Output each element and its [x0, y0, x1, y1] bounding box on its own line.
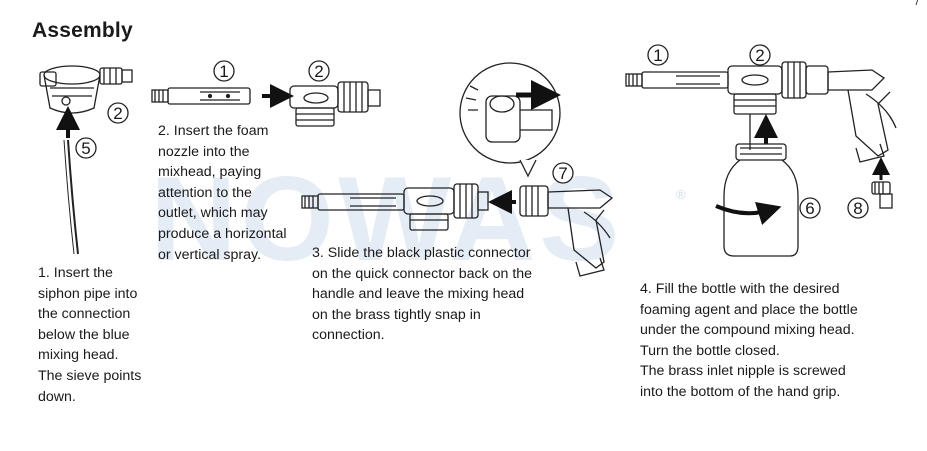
step-line: under the compound mixing head.: [640, 322, 855, 339]
callout-label: 2: [113, 104, 122, 123]
step-line: into the bottom of the hand grip.: [640, 383, 841, 400]
step-line: below the blue: [38, 326, 130, 343]
callout-label: 2: [314, 62, 323, 81]
mixhead-illustration-2: [289, 81, 381, 127]
step-line: handle and leave the mixing head: [312, 286, 525, 303]
callout-label: 7: [558, 164, 567, 183]
step-line: mixing head.: [38, 347, 119, 364]
callout-2-step2: 2: [308, 60, 330, 82]
callout-5: 5: [75, 137, 97, 159]
callout-1-step2: 1: [213, 60, 235, 82]
step-line: outlet, which may: [158, 205, 268, 222]
step-4-instructions: 4. Fill the bottle with the desired foam…: [640, 279, 858, 403]
callout-7: 7: [552, 162, 574, 184]
spray-gun-assembly-illustration: [301, 183, 614, 277]
step-line: on the brass tightly snap in: [312, 306, 481, 323]
step-line: or vertical spray.: [158, 246, 262, 263]
step-line: 1. Insert the: [38, 265, 113, 281]
step-line: 4. Fill the bottle with the desired: [640, 281, 840, 297]
callout-2-step1: 2: [107, 102, 129, 124]
step-line: on the quick connector back on the: [312, 265, 533, 282]
step-line: produce a horizontal: [158, 225, 287, 242]
step-line: The sieve points: [38, 367, 142, 384]
step-line: 2. Insert the foam: [158, 123, 269, 139]
step-1-instructions: 1. Insert the siphon pipe into the conne…: [38, 263, 141, 407]
callout-1-step4: 1: [647, 44, 669, 66]
inlet-nipple-illustration: [871, 181, 893, 209]
page-corner-mark: /: [915, 0, 919, 8]
magnifier-detail: [459, 62, 561, 178]
step-2-instructions: 2. Insert the foam nozzle into the mixhe…: [158, 121, 287, 265]
step-line: attention to the: [158, 184, 252, 201]
registered-mark: ®: [676, 187, 686, 202]
step-line: down.: [38, 388, 76, 405]
step-line: siphon pipe into: [38, 285, 138, 302]
step-line: the connection: [38, 306, 131, 323]
callout-label: 1: [219, 62, 228, 81]
twist-arrow: [715, 202, 782, 225]
callout-2-step4: 2: [749, 44, 771, 66]
step-line: nozzle into the: [158, 143, 250, 160]
step-line: foaming agent and place the bottle: [640, 301, 858, 318]
brand-watermark: NOWAS: [150, 152, 624, 286]
callout-label: 6: [805, 199, 814, 218]
step-line: 3. Slide the black plastic connector: [312, 245, 531, 261]
foam-nozzle-illustration: [151, 87, 251, 105]
step-line: connection.: [312, 327, 385, 344]
callout-6: 6: [799, 197, 821, 219]
step-3-instructions: 3. Slide the black plastic connector on …: [312, 243, 532, 346]
callout-label: 8: [853, 199, 862, 218]
full-spray-gun-illustration: [625, 61, 897, 163]
callout-label: 5: [81, 139, 90, 158]
step-line: The brass inlet nipple is screwed: [640, 363, 846, 380]
callout-label: 2: [755, 46, 764, 65]
step-line: Turn the bottle closed.: [640, 342, 780, 359]
foam-bottle-illustration: [723, 143, 799, 257]
mixing-head-illustration-1: [39, 65, 133, 255]
callout-label: 1: [653, 46, 662, 65]
step-line: mixhead, paying: [158, 164, 262, 181]
callout-8: 8: [847, 197, 869, 219]
assembly-heading: Assembly: [32, 19, 133, 42]
